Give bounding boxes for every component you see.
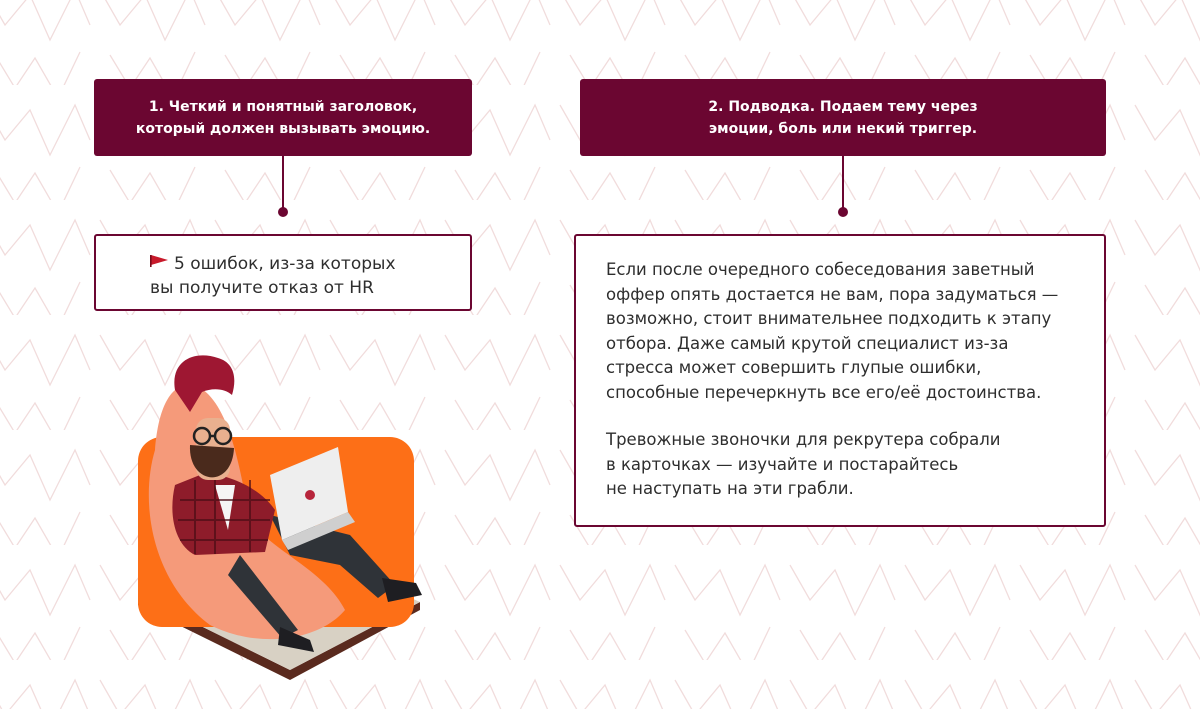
step2-header-line: 2. Подводка. Подаем тему через (708, 98, 978, 115)
step1-example-line: вы получите отказ от HR (150, 278, 374, 298)
step1-connector (282, 156, 284, 212)
man-with-laptop-illustration (138, 355, 422, 680)
step2-connector (842, 156, 844, 212)
red-flag-icon (150, 255, 168, 267)
step2-header-line: эмоции, боль или некий триггер. (708, 120, 978, 137)
step2-connector-dot (838, 207, 848, 217)
step1-header-line: 1. Четкий и понятный заголовок, (148, 98, 418, 115)
step2-header: 2. Подводка. Подаем тему через эмоции, б… (580, 79, 1106, 156)
step1-example-box: 5 ошибок, из-за которых вы получите отка… (94, 234, 472, 311)
step1-header: 1. Четкий и понятный заголовок, который … (94, 79, 472, 156)
step1-header-line: который должен вызывать эмоцию. (135, 120, 431, 137)
step1-connector-dot (278, 207, 288, 217)
step2-example-box: Если после очередного собеседования заве… (574, 234, 1106, 527)
step2-paragraph-2: Тревожные звоночки для рекрутера собрали… (606, 430, 1001, 498)
step1-example-line: 5 ошибок, из-за которых (150, 252, 470, 276)
step2-paragraph-1: Если после очередного собеседования заве… (606, 260, 1059, 402)
